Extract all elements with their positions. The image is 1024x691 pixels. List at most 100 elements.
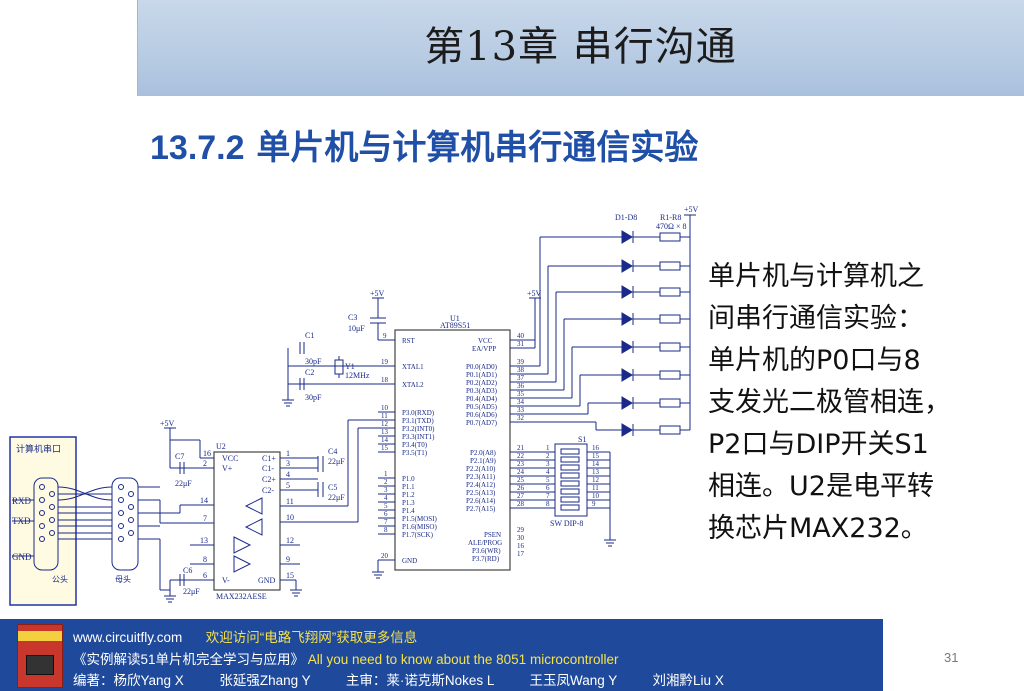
vcc-label: +5V [370,289,385,298]
description-line: P2口与DIP开关S1 [708,429,929,460]
vcc-label: +5V [684,205,699,214]
u1-pin-name: P2.7(A15) [466,505,496,513]
u1-pin-name: P3.1(TXD) [402,417,434,425]
u1-pin-name: P2.3(A11) [466,473,496,481]
u1-pin-num: 13 [381,428,389,436]
u1-pin-num: 18 [381,376,389,384]
u2-pin-num: 12 [286,536,294,545]
u1-pin-name: P2.5(A13) [466,489,496,497]
u1-pin-num: 28 [517,500,525,508]
u2-pin-name: C1- [262,464,274,473]
footer-reviewer: 莱·诺克斯Nokes L [386,673,494,688]
u1-pin-num: 12 [381,420,389,428]
u1-pin-name: P0.2(AD2) [466,379,498,387]
u1-pin-num: 37 [517,374,525,382]
footer-url[interactable]: www.circuitfly.com [73,630,183,645]
c5-ref: C5 [328,483,337,492]
u1-pin-num: 4 [384,494,388,502]
u1-pin-name: P2.4(A12) [466,481,496,489]
sw-pin-num: 9 [592,500,596,508]
u1-at89s51-chip [394,329,511,571]
u1-pin-name: P2.1(A9) [470,457,497,465]
u2-pin-name: C2+ [262,475,276,484]
sw-pin-num: 2 [546,452,550,460]
footer-welcome: 欢迎访问“电路飞翔网”获取更多信息 [205,630,418,645]
pc-connector-label: 公头 [52,574,68,584]
u1-pin-num: 2 [384,478,388,486]
led-ref: D1-D8 [615,213,637,222]
u2-pin-num: 9 [286,555,290,564]
u1-pin-name: PSEN [484,531,501,539]
u1-pin-num: 36 [517,382,525,390]
resistor-array [659,232,681,435]
pc-db9-connector [33,477,59,571]
footer-line-1: www.circuitfly.com 欢迎访问“电路飞翔网”获取更多信息 [73,626,417,646]
u1-pin-name: RST [402,337,416,345]
footer-book-en: All you need to know about the 8051 micr… [307,652,619,667]
sw-pin-num: 11 [592,484,599,492]
footer-right-area [883,619,1024,691]
u1-pin-name: P3.4(T0) [402,441,428,449]
circuit-schematic: 计算机串口 RXD TXD GND 公头 母头 U2 MAX232AESE VC… [9,205,699,606]
pc-pin-rxd: RXD [12,496,32,506]
description-line: 单片机与计算机之 [708,261,924,292]
u1-pin-name: EA/VPP [472,345,496,353]
u1-pin-num: 8 [384,526,388,534]
footer-authors-label: 编著： [73,673,114,688]
db9-label: 母头 [115,574,131,584]
u1-pin-name: P3.5(T1) [402,449,428,457]
u1-pin-num: 9 [383,332,387,340]
vcc-label: +5V [527,289,542,298]
u2-max232-chip [213,451,281,591]
u1-pin-name: VCC [478,337,493,345]
u1-pin-num: 24 [517,468,525,476]
u1-pin-name: GND [402,557,417,565]
y1-value: 12MHz [345,371,370,380]
page-number: 31 [944,650,959,665]
u1-pin-name: P0.3(AD3) [466,387,498,395]
sw-pin-num: 3 [546,460,550,468]
sw-pin-num: 5 [546,476,550,484]
u1-pin-num: 34 [517,398,525,406]
u2-pin-name: GND [258,576,276,585]
u1-part: AT89S51 [440,321,470,330]
u1-pin-name: P3.6(WR) [472,547,501,555]
u1-pin-num: 30 [517,534,525,542]
u1-pin-name: P2.6(A14) [466,497,496,505]
u1-pin-name: P1.7(SCK) [402,531,434,539]
c6-value: 22μF [183,587,200,596]
u1-pin-name: P3.2(INT0) [402,425,435,433]
u1-pin-num: 14 [381,436,389,444]
db9-connector [111,477,139,571]
vcc-symbols [164,214,696,429]
ground-symbols [164,399,384,603]
footer-author: 杨欣Yang X [113,673,184,688]
pc-pin-txd: TXD [12,516,31,526]
description-line: 支发光二极管相连， [708,387,951,418]
sw-pin-num: 10 [592,492,600,500]
sw-pin-num: 13 [592,468,600,476]
y1-ref: Y1 [345,362,355,371]
u2-pin-name: V- [222,576,230,585]
c4-value: 22μF [328,457,345,466]
u1-pin-num: 10 [381,404,389,412]
c3-ref: C3 [348,313,357,322]
sw-pin-num: 6 [546,484,550,492]
sw-pin-num: 7 [546,492,550,500]
c1-ref: C1 [305,331,314,340]
u2-pin-name: C2- [262,486,274,495]
u1-pin-num: 29 [517,526,525,534]
description-line: 间串行通信实验： [708,303,924,334]
u1-pin-num: 27 [517,492,525,500]
u1-pin-name: P0.1(AD1) [466,371,498,379]
footer-reviewer: 王玉凤Wang Y [529,673,618,688]
c6-ref: C6 [183,566,192,575]
u1-pin-name: P1.3 [402,499,415,507]
description-line: 单片机的P0口与8 [708,345,921,376]
sw-pin-num: 1 [546,444,550,452]
c2-value: 30pF [305,393,322,402]
u1-pin-name: XTAL1 [402,363,424,371]
description-line: 换芯片MAX232。 [708,513,928,544]
u2-pin-num: 16 [203,449,211,458]
u1-pin-num: 38 [517,366,525,374]
